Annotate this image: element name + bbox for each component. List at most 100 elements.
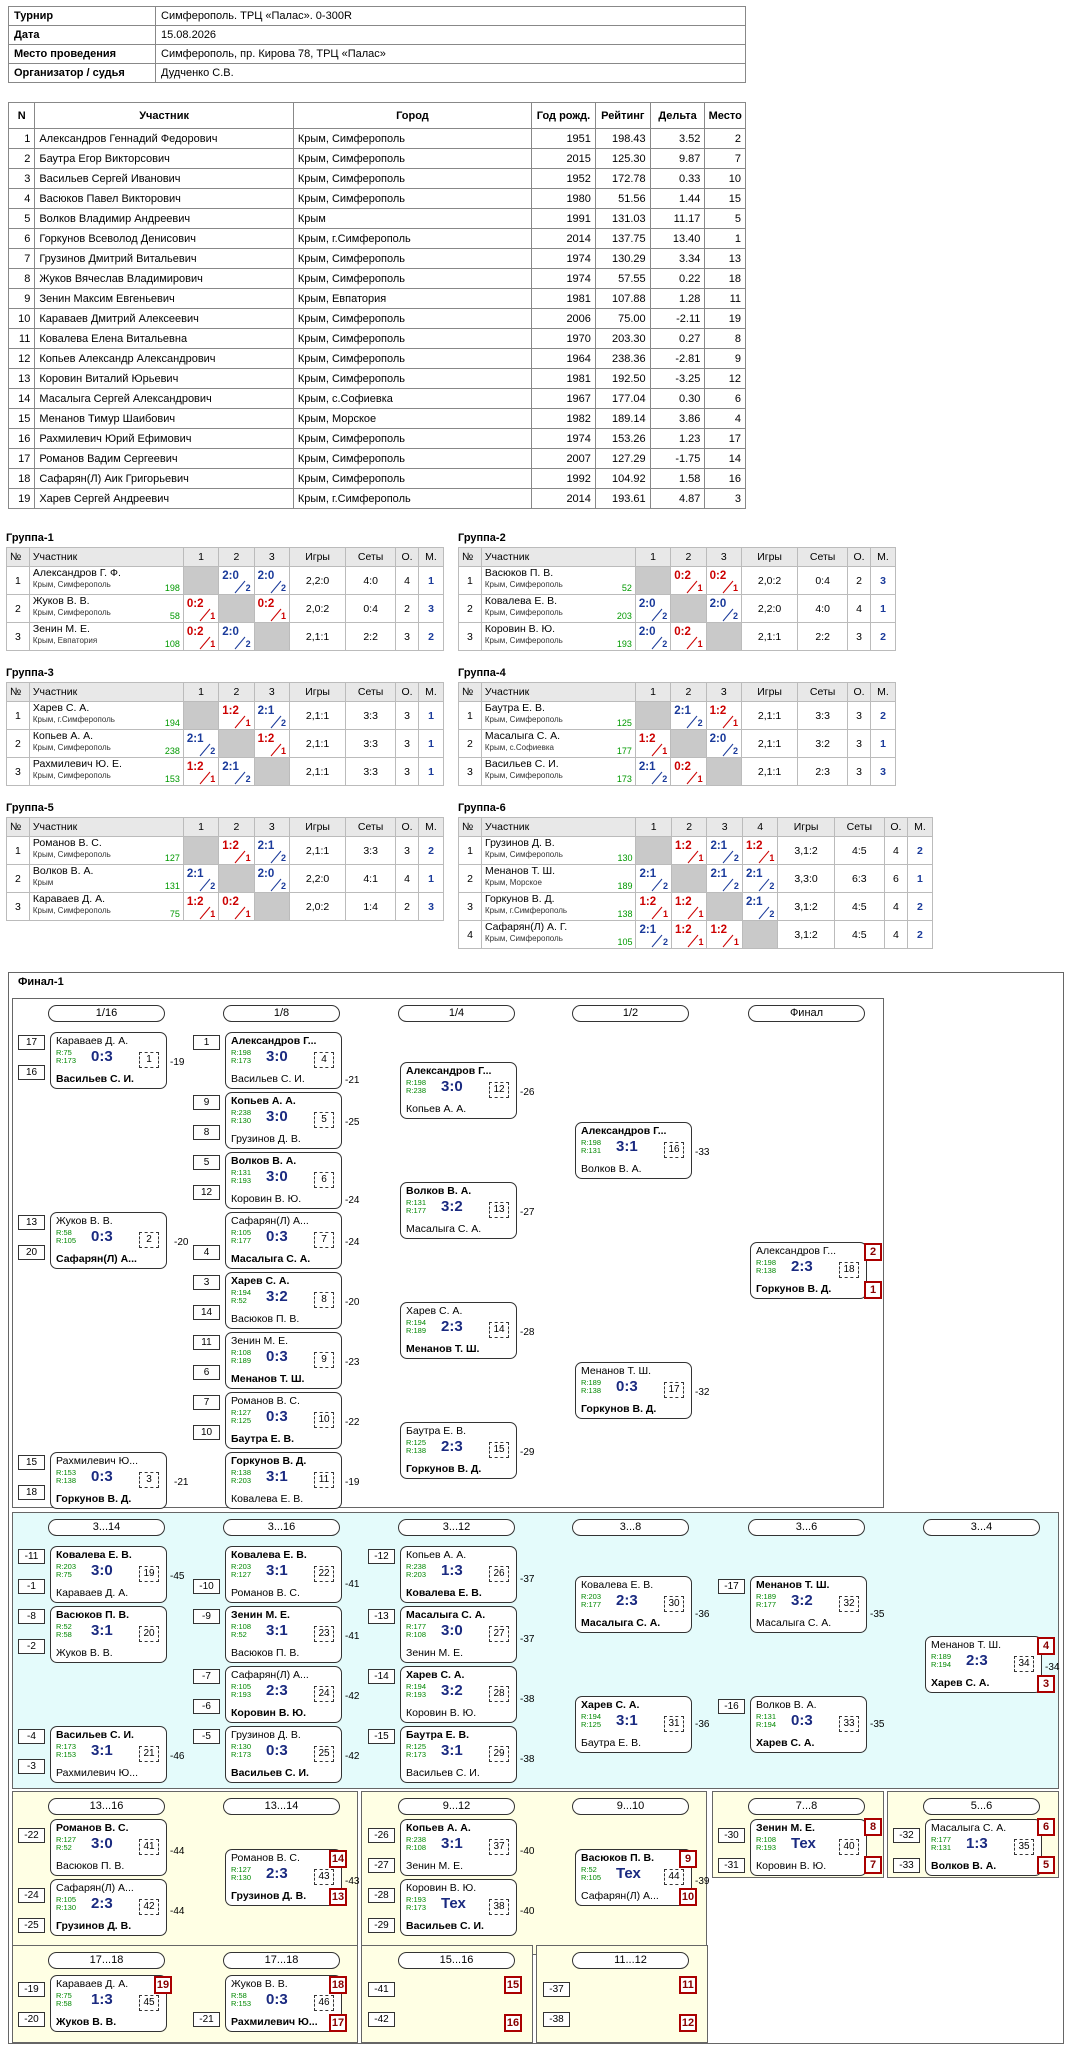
match-points: 2 bbox=[662, 639, 668, 649]
participant-cell: 13 bbox=[704, 248, 746, 269]
set-score: 2:1 bbox=[710, 840, 728, 852]
match-player-2: Горкунов В. Д. bbox=[56, 1493, 132, 1505]
participant-cell: 1992 bbox=[531, 468, 596, 489]
group-col-header: 4 bbox=[741, 817, 779, 837]
match-rating-2: R:58 bbox=[56, 1630, 72, 1639]
group-sets: 2:2 bbox=[345, 622, 397, 651]
match-player-2: Баутра Е. В. bbox=[231, 1433, 295, 1445]
next-match-link: -46 bbox=[170, 1751, 185, 1762]
seed-number: 1 bbox=[193, 1035, 220, 1050]
participant-cell: 1952 bbox=[531, 168, 596, 189]
diagonal-cell bbox=[253, 892, 290, 921]
participant-cell: Александров Геннадий Федорович bbox=[34, 128, 294, 149]
set-score: 1:2 bbox=[709, 705, 727, 717]
group-place: 3 bbox=[417, 594, 445, 623]
participant-cell: 1974 bbox=[531, 268, 596, 289]
match-points: 1 bbox=[732, 583, 738, 593]
match-rating-1: R:194 bbox=[581, 1712, 602, 1721]
participant-cell: 127.29 bbox=[594, 448, 651, 469]
round-label: 3...8 bbox=[572, 1519, 689, 1536]
group-points: 4 bbox=[883, 892, 908, 921]
next-match-link: -42 bbox=[345, 1751, 360, 1762]
player-name: Харев С. А. bbox=[32, 702, 90, 714]
player-name: Караваев Д. А. bbox=[32, 893, 106, 905]
next-match-link: -44 bbox=[170, 1846, 185, 1857]
match-player-2: Зенин М. Е. bbox=[406, 1647, 464, 1659]
next-match-link: -25 bbox=[345, 1117, 360, 1128]
match-points: 1 bbox=[769, 853, 775, 863]
match-rating-1: R:130 bbox=[231, 1742, 252, 1751]
seed-number: 5 bbox=[193, 1155, 220, 1170]
match-score: 3:1 bbox=[91, 1622, 113, 1639]
group-sets: 3:3 bbox=[345, 836, 397, 865]
place-badge: 19 bbox=[154, 1976, 172, 1994]
participant-cell: 18 bbox=[704, 268, 746, 289]
seed-number: -3 bbox=[18, 1759, 45, 1774]
set-score: 2:1 bbox=[186, 733, 204, 745]
match-score: 3:1 bbox=[441, 1742, 463, 1759]
place-badge: 15 bbox=[504, 1976, 522, 1994]
match-player-2: Васильев С. И. bbox=[231, 1073, 305, 1085]
group-points: 2 bbox=[395, 892, 419, 921]
next-match-link: -28 bbox=[520, 1327, 535, 1338]
participant-cell: 1967 bbox=[531, 388, 596, 409]
participant-cell: Крым, Морское bbox=[292, 408, 533, 429]
match-rating-1: R:238 bbox=[231, 1108, 252, 1117]
participant-cell: 1.23 bbox=[649, 428, 706, 449]
group-sets: 3:2 bbox=[797, 729, 849, 758]
participant-cell: 51.56 bbox=[594, 188, 651, 209]
match-score: 3:0 bbox=[266, 1168, 288, 1185]
place-badge: 7 bbox=[864, 1856, 882, 1874]
match-score: 3:1 bbox=[616, 1712, 638, 1729]
match-points: 2 bbox=[732, 611, 738, 621]
next-match-link: -33 bbox=[695, 1147, 710, 1158]
participant-cell: 19 bbox=[7, 488, 36, 509]
group-sets: 3:3 bbox=[345, 757, 397, 786]
participants-header: Дельта bbox=[649, 102, 706, 129]
match-rating-1: R:203 bbox=[231, 1562, 252, 1571]
match-rating-2: R:173 bbox=[406, 1903, 427, 1912]
diagonal-cell bbox=[634, 566, 672, 595]
group-points: 3 bbox=[395, 757, 419, 786]
group-row-number: 3 bbox=[6, 892, 30, 921]
group-col-header: Игры bbox=[740, 547, 799, 567]
match-points: 1 bbox=[698, 937, 704, 947]
set-score: 2:1 bbox=[186, 868, 204, 880]
match-rating-1: R:131 bbox=[756, 1712, 777, 1721]
match-points: 1 bbox=[245, 853, 251, 863]
match-points: 2 bbox=[697, 718, 703, 728]
participant-cell: 57.55 bbox=[594, 268, 651, 289]
group-games: 2,1:1 bbox=[288, 622, 347, 651]
seed-number: -27 bbox=[368, 1858, 395, 1873]
match-score: 3:1 bbox=[616, 1138, 638, 1155]
set-score: 2:0 bbox=[709, 598, 727, 610]
round-label: 1/4 bbox=[398, 1005, 515, 1022]
group-place: 3 bbox=[869, 566, 897, 595]
group-row-number: 4 bbox=[458, 920, 482, 949]
player-name: Коровин В. Ю. bbox=[484, 623, 556, 635]
match-player-1: Харев С. А. bbox=[406, 1305, 463, 1317]
player-name: Масалыга С. А. bbox=[484, 730, 561, 742]
match-rating-1: R:189 bbox=[581, 1378, 602, 1387]
group-games: 3,1:2 bbox=[777, 920, 835, 949]
group-col-header: № bbox=[6, 547, 30, 567]
